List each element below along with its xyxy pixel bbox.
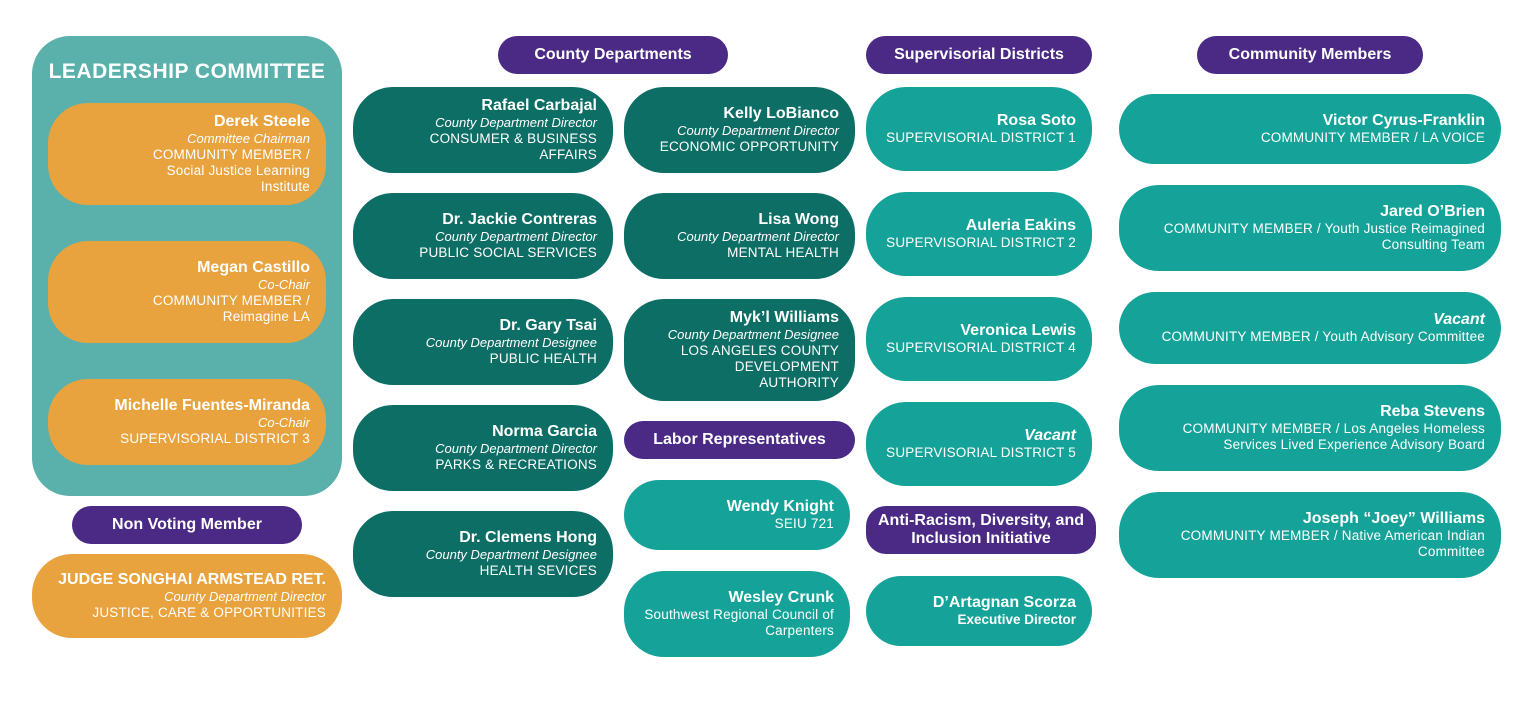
member-description: COMMUNITY MEMBER / Los Angeles Homeless … xyxy=(1182,421,1485,452)
member-name: Vacant xyxy=(1024,427,1076,444)
member-description: COMMUNITY MEMBER / LA VOICE xyxy=(1260,130,1485,145)
member-role: County Department Director xyxy=(164,589,326,604)
member-card: JUDGE SONGHAI ARMSTEAD RET. County Depar… xyxy=(32,554,342,638)
member-name: Reba Stevens xyxy=(1380,403,1485,420)
member-name: Lisa Wong xyxy=(758,211,839,228)
member-description: SUPERVISORIAL DISTRICT 4 xyxy=(886,340,1076,355)
member-card: Wesley Crunk Southwest Regional Council … xyxy=(624,571,850,657)
labor-representatives-header: Labor Representatives xyxy=(624,421,855,459)
member-name: Auleria Eakins xyxy=(965,217,1076,234)
member-description: COMMUNITY MEMBER / Native American India… xyxy=(1180,528,1485,559)
member-card: Kelly LoBianco County Department Directo… xyxy=(624,87,855,173)
member-description: COMMUNITY MEMBER / Youth Advisory Commit… xyxy=(1161,329,1485,344)
member-name: Wesley Crunk xyxy=(728,589,834,606)
member-name: Dr. Clemens Hong xyxy=(459,529,597,546)
member-card: Joseph “Joey” Williams COMMUNITY MEMBER … xyxy=(1119,492,1501,578)
community-members-header: Community Members xyxy=(1197,36,1423,74)
member-card: Myk’l Williams County Department Designe… xyxy=(624,299,855,401)
member-role: County Department Designee xyxy=(425,547,597,562)
member-name: JUDGE SONGHAI ARMSTEAD RET. xyxy=(58,571,326,588)
member-card: Wendy Knight SEIU 721 xyxy=(624,480,850,550)
supervisorial-districts-header: Supervisorial Districts xyxy=(866,36,1092,74)
member-role: County Department Director xyxy=(677,123,839,138)
member-name: Vacant xyxy=(1433,311,1485,328)
member-name: Megan Castillo xyxy=(197,259,310,276)
member-name: Joseph “Joey” Williams xyxy=(1302,510,1485,527)
member-card: Jared O’Brien COMMUNITY MEMBER / Youth J… xyxy=(1119,185,1501,271)
member-description: LOS ANGELES COUNTY DEVELOPMENT AUTHORITY xyxy=(680,343,839,390)
member-description: SUPERVISORIAL DISTRICT 5 xyxy=(886,445,1076,460)
member-card: Megan Castillo Co-Chair COMMUNITY MEMBER… xyxy=(48,241,326,343)
member-role: County Department Director xyxy=(435,115,597,130)
member-description: COMMUNITY MEMBER / Social Justice Learni… xyxy=(152,147,310,194)
member-description: Executive Director xyxy=(957,612,1076,627)
member-card: Norma Garcia County Department Director … xyxy=(353,405,613,491)
member-name: Derek Steele xyxy=(213,113,310,130)
member-name: D’Artagnan Scorza xyxy=(932,594,1076,611)
member-name: Dr. Gary Tsai xyxy=(499,317,597,334)
member-description: SUPERVISORIAL DISTRICT 1 xyxy=(886,130,1076,145)
leadership-committee-title: LEADERSHIP COMMITTEE xyxy=(48,60,326,83)
member-card: Vacant COMMUNITY MEMBER / Youth Advisory… xyxy=(1119,292,1501,364)
member-description: ECONOMIC OPPORTUNITY xyxy=(659,139,839,154)
member-role: County Department Director xyxy=(677,229,839,244)
member-role: Co-Chair xyxy=(257,277,310,292)
member-description: COMMUNITY MEMBER / Youth Justice Reimagi… xyxy=(1163,221,1485,252)
member-name: Rafael Carbajal xyxy=(481,97,597,114)
member-card: Dr. Jackie Contreras County Department D… xyxy=(353,193,613,279)
member-description: PUBLIC HEALTH xyxy=(489,351,597,366)
member-description: PARKS & RECREATIONS xyxy=(435,457,597,472)
member-description: Southwest Regional Council of Carpenters xyxy=(644,607,834,638)
member-name: Michelle Fuentes-Miranda xyxy=(114,397,310,414)
member-description: MENTAL HEALTH xyxy=(727,245,839,260)
member-description: PUBLIC SOCIAL SERVICES xyxy=(419,245,597,260)
member-name: Rosa Soto xyxy=(996,112,1076,129)
member-description: SUPERVISORIAL DISTRICT 2 xyxy=(886,235,1076,250)
member-card: Rosa Soto SUPERVISORIAL DISTRICT 1 xyxy=(866,87,1092,171)
member-name: Myk’l Williams xyxy=(729,309,839,326)
member-card: Vacant SUPERVISORIAL DISTRICT 5 xyxy=(866,402,1092,486)
member-role: Co-Chair xyxy=(257,415,310,430)
member-card: Auleria Eakins SUPERVISORIAL DISTRICT 2 xyxy=(866,192,1092,276)
member-name: Veronica Lewis xyxy=(960,322,1076,339)
member-card: Lisa Wong County Department Director MEN… xyxy=(624,193,855,279)
member-name: Norma Garcia xyxy=(492,423,597,440)
member-role: County Department Director xyxy=(435,441,597,456)
county-departments-header: County Departments xyxy=(498,36,728,74)
member-card: D’Artagnan Scorza Executive Director xyxy=(866,576,1092,646)
member-description: HEALTH SEVICES xyxy=(479,563,597,578)
non-voting-member-header: Non Voting Member xyxy=(72,506,302,544)
member-card: Reba Stevens COMMUNITY MEMBER / Los Ange… xyxy=(1119,385,1501,471)
member-description: CONSUMER & BUSINESS AFFAIRS xyxy=(429,131,597,162)
member-card: Dr. Clemens Hong County Department Desig… xyxy=(353,511,613,597)
member-role: County Department Designee xyxy=(425,335,597,350)
member-card: Rafael Carbajal County Department Direct… xyxy=(353,87,613,173)
member-card: Derek Steele Committee Chairman COMMUNIT… xyxy=(48,103,326,205)
member-card: Victor Cyrus-Franklin COMMUNITY MEMBER /… xyxy=(1119,94,1501,164)
member-role: Committee Chairman xyxy=(187,131,310,146)
member-description: JUSTICE, CARE & OPPORTUNITIES xyxy=(92,605,326,620)
member-description: SUPERVISORIAL DISTRICT 3 xyxy=(120,431,310,446)
member-card: Veronica Lewis SUPERVISORIAL DISTRICT 4 xyxy=(866,297,1092,381)
member-name: Kelly LoBianco xyxy=(723,105,839,122)
member-description: SEIU 721 xyxy=(774,516,834,531)
member-role: County Department Designee xyxy=(667,327,839,342)
anti-racism-header: Anti-Racism, Diversity, and Inclusion In… xyxy=(866,506,1096,554)
member-name: Jared O’Brien xyxy=(1380,203,1485,220)
member-card: Michelle Fuentes-Miranda Co-Chair SUPERV… xyxy=(48,379,326,465)
member-description: COMMUNITY MEMBER / Reimagine LA xyxy=(152,293,310,324)
member-role: County Department Director xyxy=(435,229,597,244)
member-name: Victor Cyrus-Franklin xyxy=(1322,112,1485,129)
member-name: Wendy Knight xyxy=(726,498,834,515)
member-card: Dr. Gary Tsai County Department Designee… xyxy=(353,299,613,385)
member-name: Dr. Jackie Contreras xyxy=(442,211,597,228)
